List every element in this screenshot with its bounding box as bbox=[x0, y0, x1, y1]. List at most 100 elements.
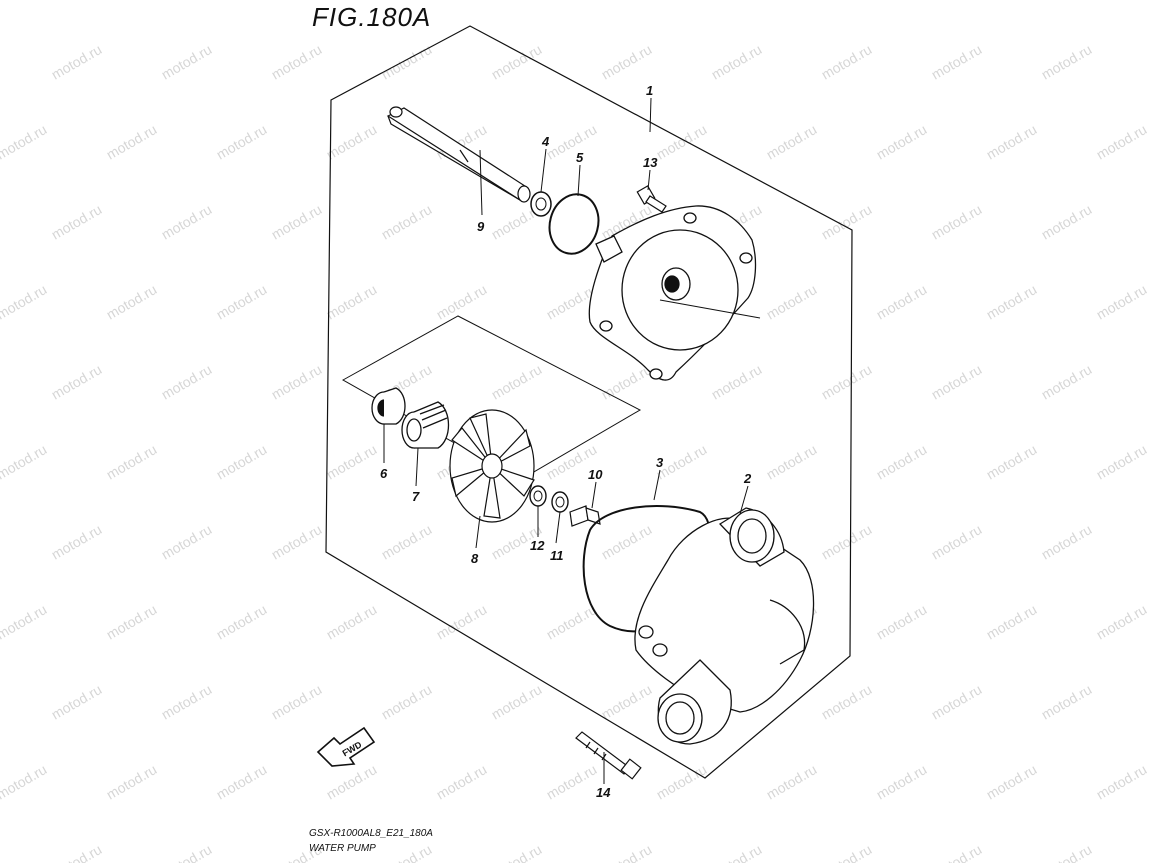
watermark-text: motod.ru bbox=[874, 441, 930, 482]
watermark-text: motod.ru bbox=[104, 121, 160, 162]
watermark-text: motod.ru bbox=[324, 441, 380, 482]
watermark-text: motod.ru bbox=[709, 361, 765, 402]
callout-9: 9 bbox=[477, 219, 485, 234]
watermark-text: motod.ru bbox=[764, 121, 820, 162]
mechanical-seal-part bbox=[401, 401, 450, 449]
washer-part-12 bbox=[529, 485, 547, 507]
watermark-text: motod.ru bbox=[654, 121, 710, 162]
watermark-text: motod.ru bbox=[0, 281, 49, 322]
watermark-text: motod.ru bbox=[599, 681, 655, 722]
o-ring-part-5 bbox=[548, 193, 600, 255]
watermark-text: motod.ru bbox=[49, 681, 105, 722]
watermark-text: motod.ru bbox=[0, 0, 49, 3]
watermark-text: motod.ru bbox=[1094, 761, 1150, 802]
watermark-text: motod.ru bbox=[159, 681, 215, 722]
washer-part-4-hole bbox=[535, 197, 547, 211]
watermark-text: motod.ru bbox=[489, 681, 545, 722]
watermark-text: motod.ru bbox=[1039, 681, 1095, 722]
watermark-text: motod.ru bbox=[1094, 0, 1150, 3]
watermark-text: motod.ru bbox=[984, 761, 1040, 802]
watermark-text: motod.ru bbox=[819, 841, 875, 863]
diagram-name: WATER PUMP bbox=[309, 843, 376, 854]
watermark-text: motod.ru bbox=[874, 601, 930, 642]
watermark-text: motod.ru bbox=[379, 841, 435, 863]
watermark-text: motod.ru bbox=[269, 681, 325, 722]
watermark-text: motod.ru bbox=[709, 41, 765, 82]
watermark-text: motod.ru bbox=[984, 121, 1040, 162]
watermark-text: motod.ru bbox=[1094, 601, 1150, 642]
watermark-text: motod.ru bbox=[1039, 41, 1095, 82]
pump-cover-part bbox=[588, 205, 761, 381]
watermark-text: motod.ru bbox=[984, 601, 1040, 642]
watermark-text: motod.ru bbox=[434, 0, 490, 3]
watermark-text: motod.ru bbox=[49, 41, 105, 82]
watermark-text: motod.ru bbox=[1094, 121, 1150, 162]
watermark-text: motod.ru bbox=[654, 0, 710, 3]
watermark-text: motod.ru bbox=[984, 0, 1040, 3]
watermark-text: motod.ru bbox=[434, 761, 490, 802]
watermark-text: motod.ru bbox=[984, 441, 1040, 482]
callout-4: 4 bbox=[541, 134, 550, 149]
watermark-text: motod.ru bbox=[269, 521, 325, 562]
long-bolt-part-14 bbox=[575, 731, 642, 780]
callouts: 1 2 3 4 5 6 7 8 9 10 11 12 13 14 bbox=[380, 83, 752, 800]
watermark-text: motod.ru bbox=[929, 361, 985, 402]
figure-title: FIG.180A bbox=[312, 2, 432, 32]
watermark-text: motod.ru bbox=[434, 281, 490, 322]
watermark-text: motod.ru bbox=[104, 601, 160, 642]
watermark-text: motod.ru bbox=[379, 41, 435, 82]
watermark-text: motod.ru bbox=[49, 361, 105, 402]
watermark-text: motod.ru bbox=[0, 761, 49, 802]
watermark-text: motod.ru bbox=[544, 601, 600, 642]
callout-12: 12 bbox=[530, 538, 545, 553]
watermark-text: motod.ru bbox=[104, 281, 160, 322]
watermark-text: motod.ru bbox=[489, 841, 545, 863]
watermark-text: motod.ru bbox=[764, 441, 820, 482]
watermark-text: motod.ru bbox=[214, 601, 270, 642]
callout-2: 2 bbox=[743, 471, 752, 486]
bolt-part-10 bbox=[569, 505, 601, 527]
callout-13: 13 bbox=[643, 155, 658, 170]
watermark-text: motod.ru bbox=[49, 841, 105, 863]
watermark-text: motod.ru bbox=[1039, 201, 1095, 242]
watermark-text: motod.ru bbox=[269, 41, 325, 82]
watermark-text: motod.ru bbox=[1094, 281, 1150, 322]
watermark-text: motod.ru bbox=[379, 681, 435, 722]
watermark-text: motod.ru bbox=[214, 121, 270, 162]
callout-3: 3 bbox=[656, 455, 664, 470]
watermark-text: motod.ru bbox=[159, 41, 215, 82]
watermark-text: motod.ru bbox=[0, 121, 49, 162]
watermark-text: motod.ru bbox=[324, 761, 380, 802]
watermark-text: motod.ru bbox=[214, 0, 270, 3]
callout-11: 11 bbox=[550, 548, 564, 563]
watermark-text: motod.ru bbox=[599, 41, 655, 82]
watermark-text: motod.ru bbox=[1094, 441, 1150, 482]
watermark-text: motod.ru bbox=[104, 0, 160, 3]
watermark-text: motod.ru bbox=[489, 361, 545, 402]
watermark-text: motod.ru bbox=[0, 441, 49, 482]
callout-7: 7 bbox=[412, 489, 420, 504]
oil-seal-part bbox=[371, 387, 406, 425]
watermark-text: motod.ru bbox=[764, 281, 820, 322]
watermark-text: motod.ru bbox=[544, 761, 600, 802]
watermark-text: motod.ru bbox=[819, 361, 875, 402]
watermark-text: motod.ru bbox=[929, 841, 985, 863]
watermark-text: motod.ru bbox=[599, 841, 655, 863]
watermark-text: motod.ru bbox=[929, 201, 985, 242]
watermark-text: motod.ru bbox=[1039, 841, 1095, 863]
watermark-text: motod.ru bbox=[874, 281, 930, 322]
watermark-text: motod.ru bbox=[819, 681, 875, 722]
watermark-text: motod.ru bbox=[1039, 361, 1095, 402]
watermark-text: motod.ru bbox=[379, 201, 435, 242]
watermark-text: motod.ru bbox=[929, 41, 985, 82]
washer-part-11 bbox=[551, 491, 569, 513]
leader-lines bbox=[383, 97, 749, 784]
watermark-text: motod.ru bbox=[159, 841, 215, 863]
fwd-arrow-icon: FWD bbox=[316, 726, 376, 767]
callout-10: 10 bbox=[588, 467, 603, 482]
callout-8: 8 bbox=[471, 551, 479, 566]
watermark-text: motod.ru bbox=[654, 761, 710, 802]
